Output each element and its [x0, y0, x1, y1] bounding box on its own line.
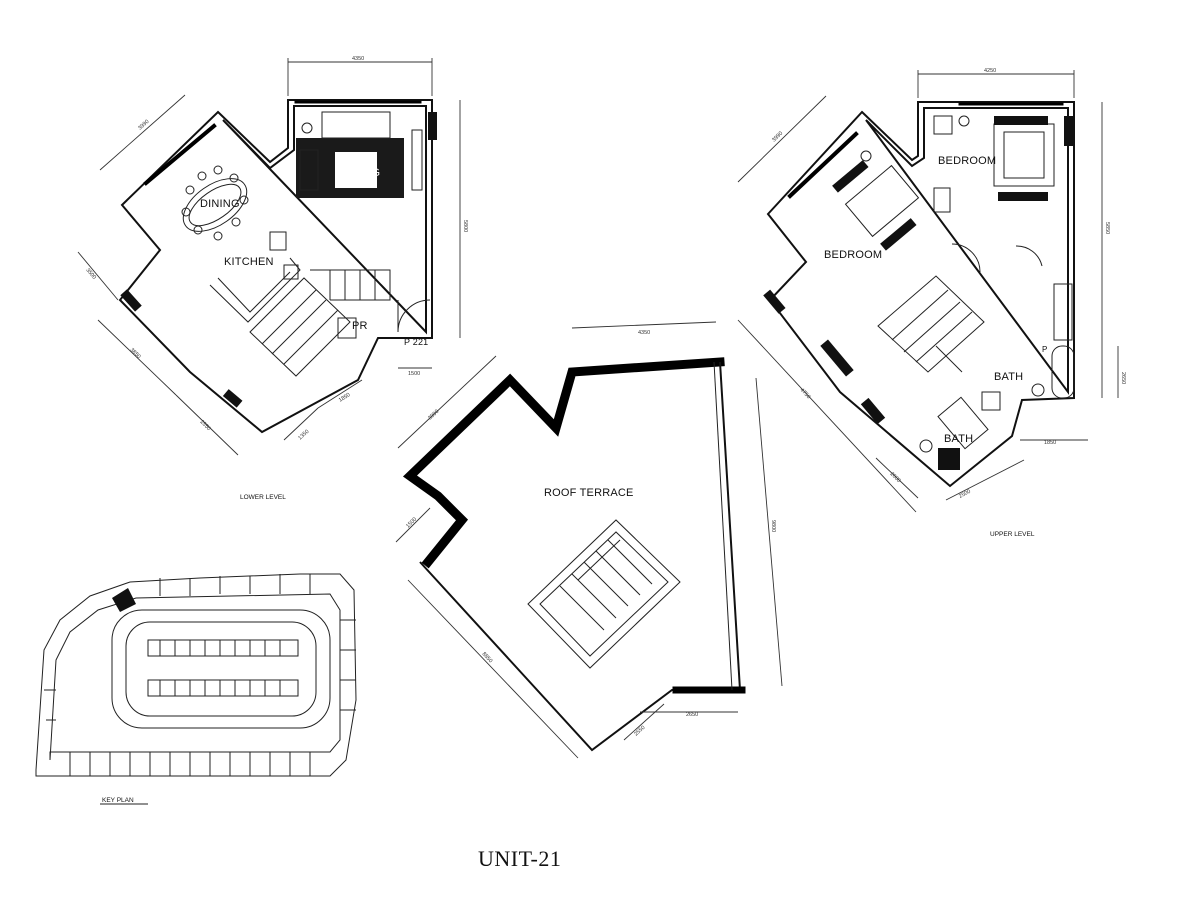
dim-lower-left-mid: 3500: [84, 267, 96, 280]
room-label-powder: PR: [352, 320, 368, 332]
lower-level-plan: 4350 5800 3990 3500 3850 2550 1350 1850 …: [77, 56, 468, 501]
dim-roof-left-small: 1500: [405, 517, 418, 530]
sofa-shape: [321, 111, 391, 139]
dim-lower-left-low: 3850: [129, 347, 142, 360]
dim-lower-left-top: 3990: [137, 119, 150, 132]
room-label-kitchen: KITCHEN: [224, 256, 274, 268]
room-label-bedroom-second: BEDROOM: [824, 249, 882, 261]
room-label-living: LIVING: [343, 167, 380, 179]
dim-roof-top: 4350: [638, 330, 650, 336]
dim-upper-right-low: 2650: [1120, 372, 1126, 384]
dim-roof-bottom-b: 2550: [633, 725, 646, 738]
dim-upper-left-top: 3990: [771, 131, 784, 144]
lower-stair: [249, 269, 391, 377]
upper-level-plan: 4250 5850 3990 4750 2650 2500 1850 2000 …: [737, 68, 1126, 538]
dim-upper-bottom-c: 2000: [889, 471, 902, 484]
dim-lower-right: 5800: [462, 220, 468, 232]
dim-lower-bottom-d: 1500: [408, 371, 420, 377]
key-plan-building-outline: [35, 573, 357, 777]
dim-upper-bottom-b: 1850: [1044, 440, 1056, 446]
roof-parapet-wall: [402, 357, 725, 569]
caption-upper-level: UPPER LEVEL: [990, 531, 1035, 538]
key-plan: KEY PLAN: [35, 573, 357, 805]
roof-terrace-plan: 4350 3990 1500 9800 8850 2650 2550 ROOF …: [395, 321, 783, 759]
dim-upper-left-low: 4750: [799, 387, 812, 400]
bathtub-2: [937, 396, 989, 450]
dim-roof-bottom-a: 2650: [686, 712, 698, 718]
room-label-roof-terrace: ROOF TERRACE: [544, 487, 634, 499]
upper-level-outer-wall: [766, 101, 1075, 488]
dim-upper-bottom-a: 2500: [958, 489, 972, 500]
dim-roof-right: 9800: [770, 520, 776, 532]
room-label-dining: DINING: [200, 198, 240, 210]
bathtub-1: [1051, 345, 1075, 399]
key-plan-unit-highlight: [112, 588, 136, 612]
dim-upper-right: 5850: [1104, 222, 1110, 234]
dim-lower-bottom-b: 1350: [297, 429, 310, 442]
room-label-bedroom-master: BEDROOM: [938, 155, 996, 167]
upper-stair: [877, 275, 985, 373]
room-label-bath-2: BATH: [944, 433, 973, 445]
roof-stair-core: [527, 519, 681, 669]
unit-title: UNIT-21: [478, 846, 562, 871]
unit-tag-upper: P: [1042, 345, 1048, 354]
lower-level-outer-wall: [118, 99, 433, 434]
unit-tag-lower: P 221: [404, 337, 428, 347]
dim-lower-bottom-a: 2550: [199, 419, 212, 432]
caption-lower-level: LOWER LEVEL: [240, 494, 286, 501]
dim-lower-top: 4350: [352, 56, 364, 62]
master-bed-shape: [993, 123, 1055, 187]
dim-upper-top: 4250: [984, 68, 996, 74]
room-label-bath-1: BATH: [994, 371, 1023, 383]
dining-table-shape: [182, 178, 248, 232]
key-plan-courtyard: [111, 609, 331, 729]
dim-lower-bottom-c: 1850: [338, 392, 352, 404]
second-bed-shape: [844, 164, 920, 238]
caption-key-plan: KEY PLAN: [102, 797, 134, 804]
